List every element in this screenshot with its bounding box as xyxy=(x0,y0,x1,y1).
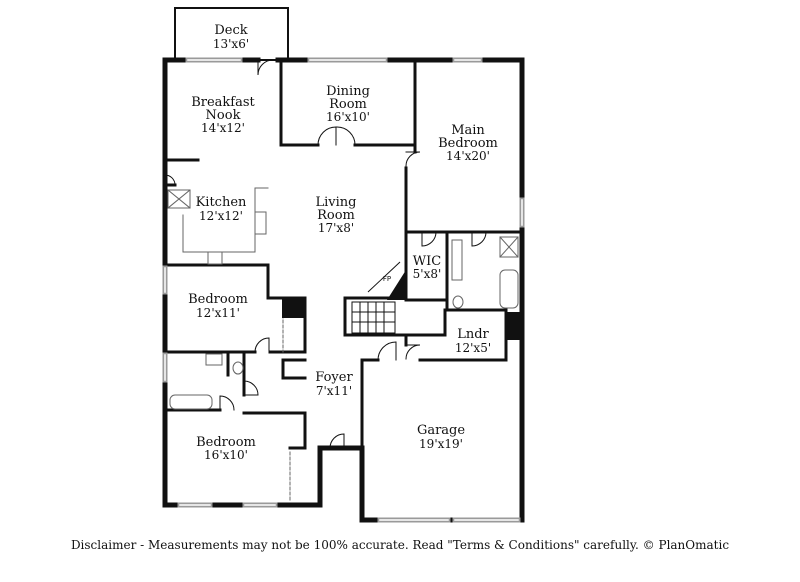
stairs xyxy=(351,301,396,334)
dims-garage: 19'x19' xyxy=(419,437,463,451)
kitchen-fixtures xyxy=(167,187,269,265)
label-dining-room-1: Dining xyxy=(326,84,370,99)
dims-laundry: 12'x5' xyxy=(455,341,491,355)
label-deck: Deck xyxy=(214,23,247,38)
label-garage: Garage xyxy=(417,423,465,438)
label-main-bedroom-2: Bedroom xyxy=(438,136,498,151)
dims-living-room: 17'x8' xyxy=(318,221,354,235)
dims-wic: 5'x8' xyxy=(413,267,442,281)
room-labels: Deck 13'x6' Breakfast Nook 14'x12' Dinin… xyxy=(188,23,498,462)
label-living-room-1: Living xyxy=(316,195,357,210)
label-laundry: Lndr xyxy=(457,327,489,342)
dims-foyer: 7'x11' xyxy=(316,384,352,398)
label-bedroom-2: Bedroom xyxy=(196,435,256,450)
fireplace-hearth xyxy=(387,270,406,300)
label-breakfast-nook-2: Nook xyxy=(206,108,241,123)
dims-dining-room: 16'x10' xyxy=(326,110,370,124)
disclaimer-text: Disclaimer - Measurements may not be 100… xyxy=(70,538,730,552)
label-living-room-2: Room xyxy=(317,208,355,223)
label-main-bedroom-1: Main xyxy=(451,123,485,138)
closet-shelves xyxy=(282,314,291,501)
dims-bedroom-2: 16'x10' xyxy=(204,448,248,462)
label-kitchen: Kitchen xyxy=(196,195,247,210)
doors xyxy=(164,59,487,449)
label-dining-room-2: Room xyxy=(329,97,367,112)
bath-fixtures xyxy=(169,236,519,410)
label-foyer: Foyer xyxy=(315,370,353,385)
dims-deck: 13'x6' xyxy=(213,37,249,51)
structural-column-laundry xyxy=(506,312,522,340)
dims-bedroom-1: 12'x11' xyxy=(196,306,240,320)
dims-kitchen: 12'x12' xyxy=(199,209,243,223)
structural-column xyxy=(282,298,305,318)
dims-breakfast-nook: 14'x12' xyxy=(201,121,245,135)
label-wic: WIC xyxy=(413,254,441,269)
label-breakfast-nook-1: Breakfast xyxy=(191,95,255,110)
dims-main-bedroom: 14'x20' xyxy=(446,149,490,163)
label-bedroom-1: Bedroom xyxy=(188,292,248,307)
label-fireplace: FP xyxy=(383,275,391,283)
